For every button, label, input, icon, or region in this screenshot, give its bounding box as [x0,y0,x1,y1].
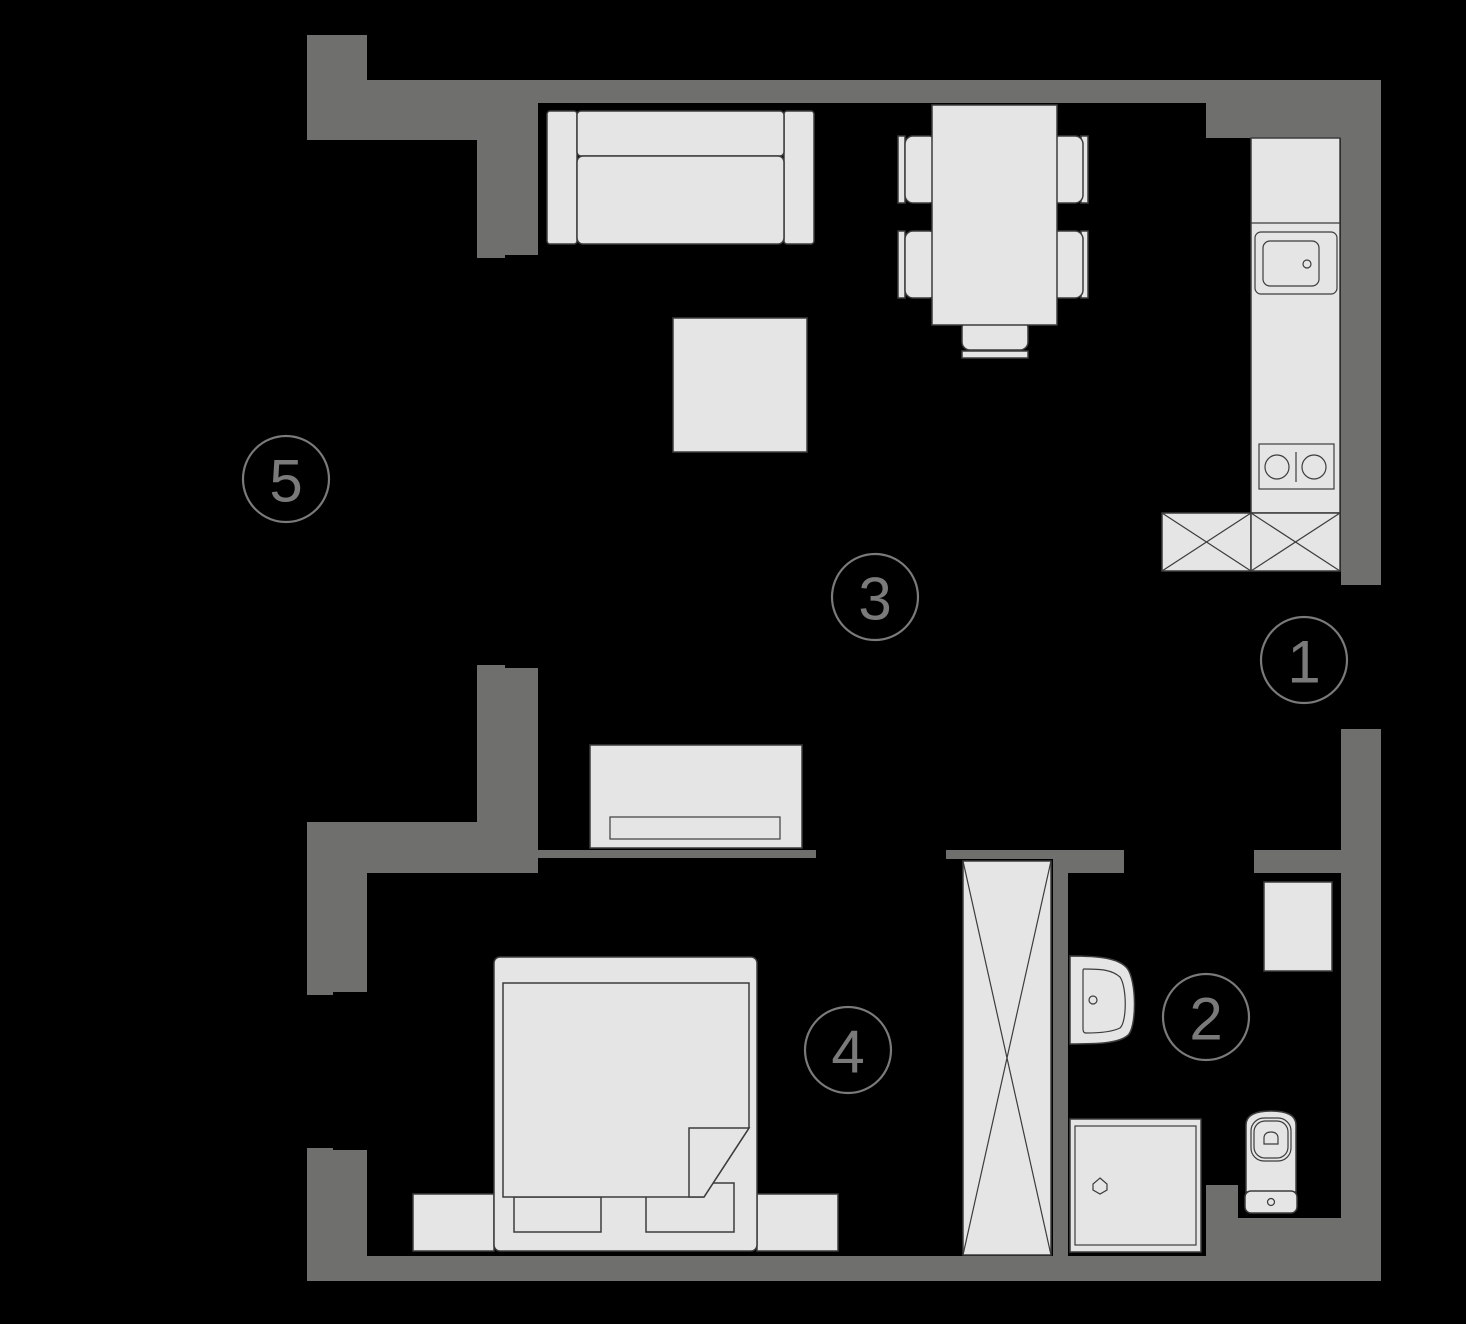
hob-icon [1258,443,1335,490]
shower-tray-icon [1069,1118,1202,1253]
wardrobe-icon [962,860,1052,1256]
toilet-icon [1244,1110,1298,1214]
washing-machine-icon [1263,881,1333,972]
room-label-2: 2 [1161,972,1251,1062]
room-label-3: 3 [830,552,920,642]
svg-text:5: 5 [269,448,302,515]
kitchen-counter-icon [1161,137,1341,572]
walls [307,35,1381,1281]
svg-text:2: 2 [1189,986,1222,1053]
room-label-4: 4 [803,1005,893,1095]
svg-text:3: 3 [858,566,891,633]
washbasin-icon [1069,955,1136,1045]
wall-left-middle [307,665,816,995]
sofa-icon [546,110,815,245]
svg-text:4: 4 [831,1019,864,1086]
double-bed-icon [412,956,839,1252]
room-label-5: 5 [241,434,331,524]
tv-unit-icon [589,744,803,849]
wall-top-left [307,35,1381,585]
svg-text:1: 1 [1287,629,1320,696]
coffee-table-icon [672,317,808,453]
kitchen-sink-icon [1254,231,1338,295]
room-label-1: 1 [1259,615,1349,705]
dining-table-icon [897,104,1089,359]
wall-right-lower [307,729,1381,1281]
